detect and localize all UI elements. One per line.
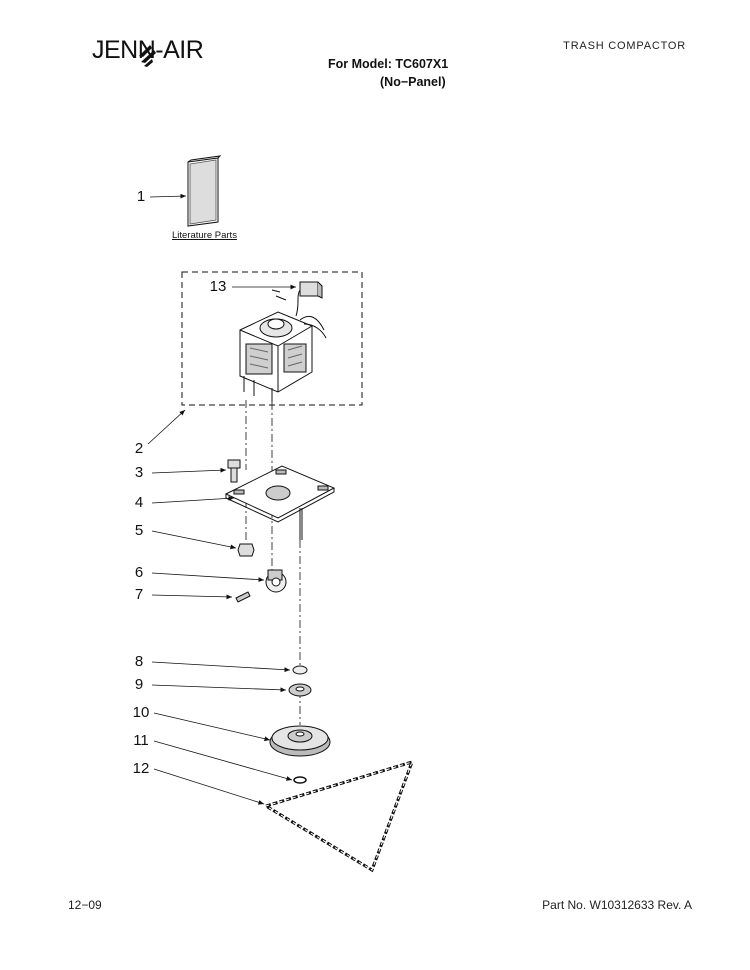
callout-2: 2 <box>134 440 144 457</box>
retaining-ring <box>293 776 307 784</box>
bolt <box>227 459 241 483</box>
motor <box>239 281 327 402</box>
mounting-plate <box>224 465 336 540</box>
callout-7: 7 <box>134 586 144 603</box>
bearing <box>288 683 312 697</box>
large-sprocket <box>269 725 331 757</box>
chain <box>262 759 415 873</box>
callout-6: 6 <box>134 564 144 581</box>
brand-logo: JENN-AIR <box>92 36 204 64</box>
washer <box>292 665 308 675</box>
revision-date: 12−09 <box>68 898 102 912</box>
set-screw <box>235 591 251 603</box>
page-category: TRASH COMPACTOR <box>563 40 686 52</box>
model-line: For Model: TC607X1 <box>328 57 449 71</box>
literature-parts-label: Literature Parts <box>172 230 237 241</box>
callout-5: 5 <box>134 522 144 539</box>
callout-8: 8 <box>134 653 144 670</box>
callout-9: 9 <box>134 676 144 693</box>
panel-line: (No−Panel) <box>380 75 446 89</box>
part-number: Part No. W10312633 Rev. A <box>542 898 692 912</box>
small-sprocket <box>265 569 287 593</box>
brand-logo-mark <box>139 45 156 67</box>
callout-12: 12 <box>132 760 150 777</box>
callout-13: 13 <box>209 278 227 295</box>
callout-4: 4 <box>134 494 144 511</box>
literature-booklet <box>187 155 222 227</box>
nut <box>237 543 255 557</box>
callout-11: 11 <box>133 732 149 749</box>
callout-3: 3 <box>134 464 144 481</box>
model-heading: For Model: TC607X1 (No−Panel) <box>328 55 448 91</box>
callout-1: 1 <box>136 188 146 205</box>
callout-10: 10 <box>132 704 150 721</box>
